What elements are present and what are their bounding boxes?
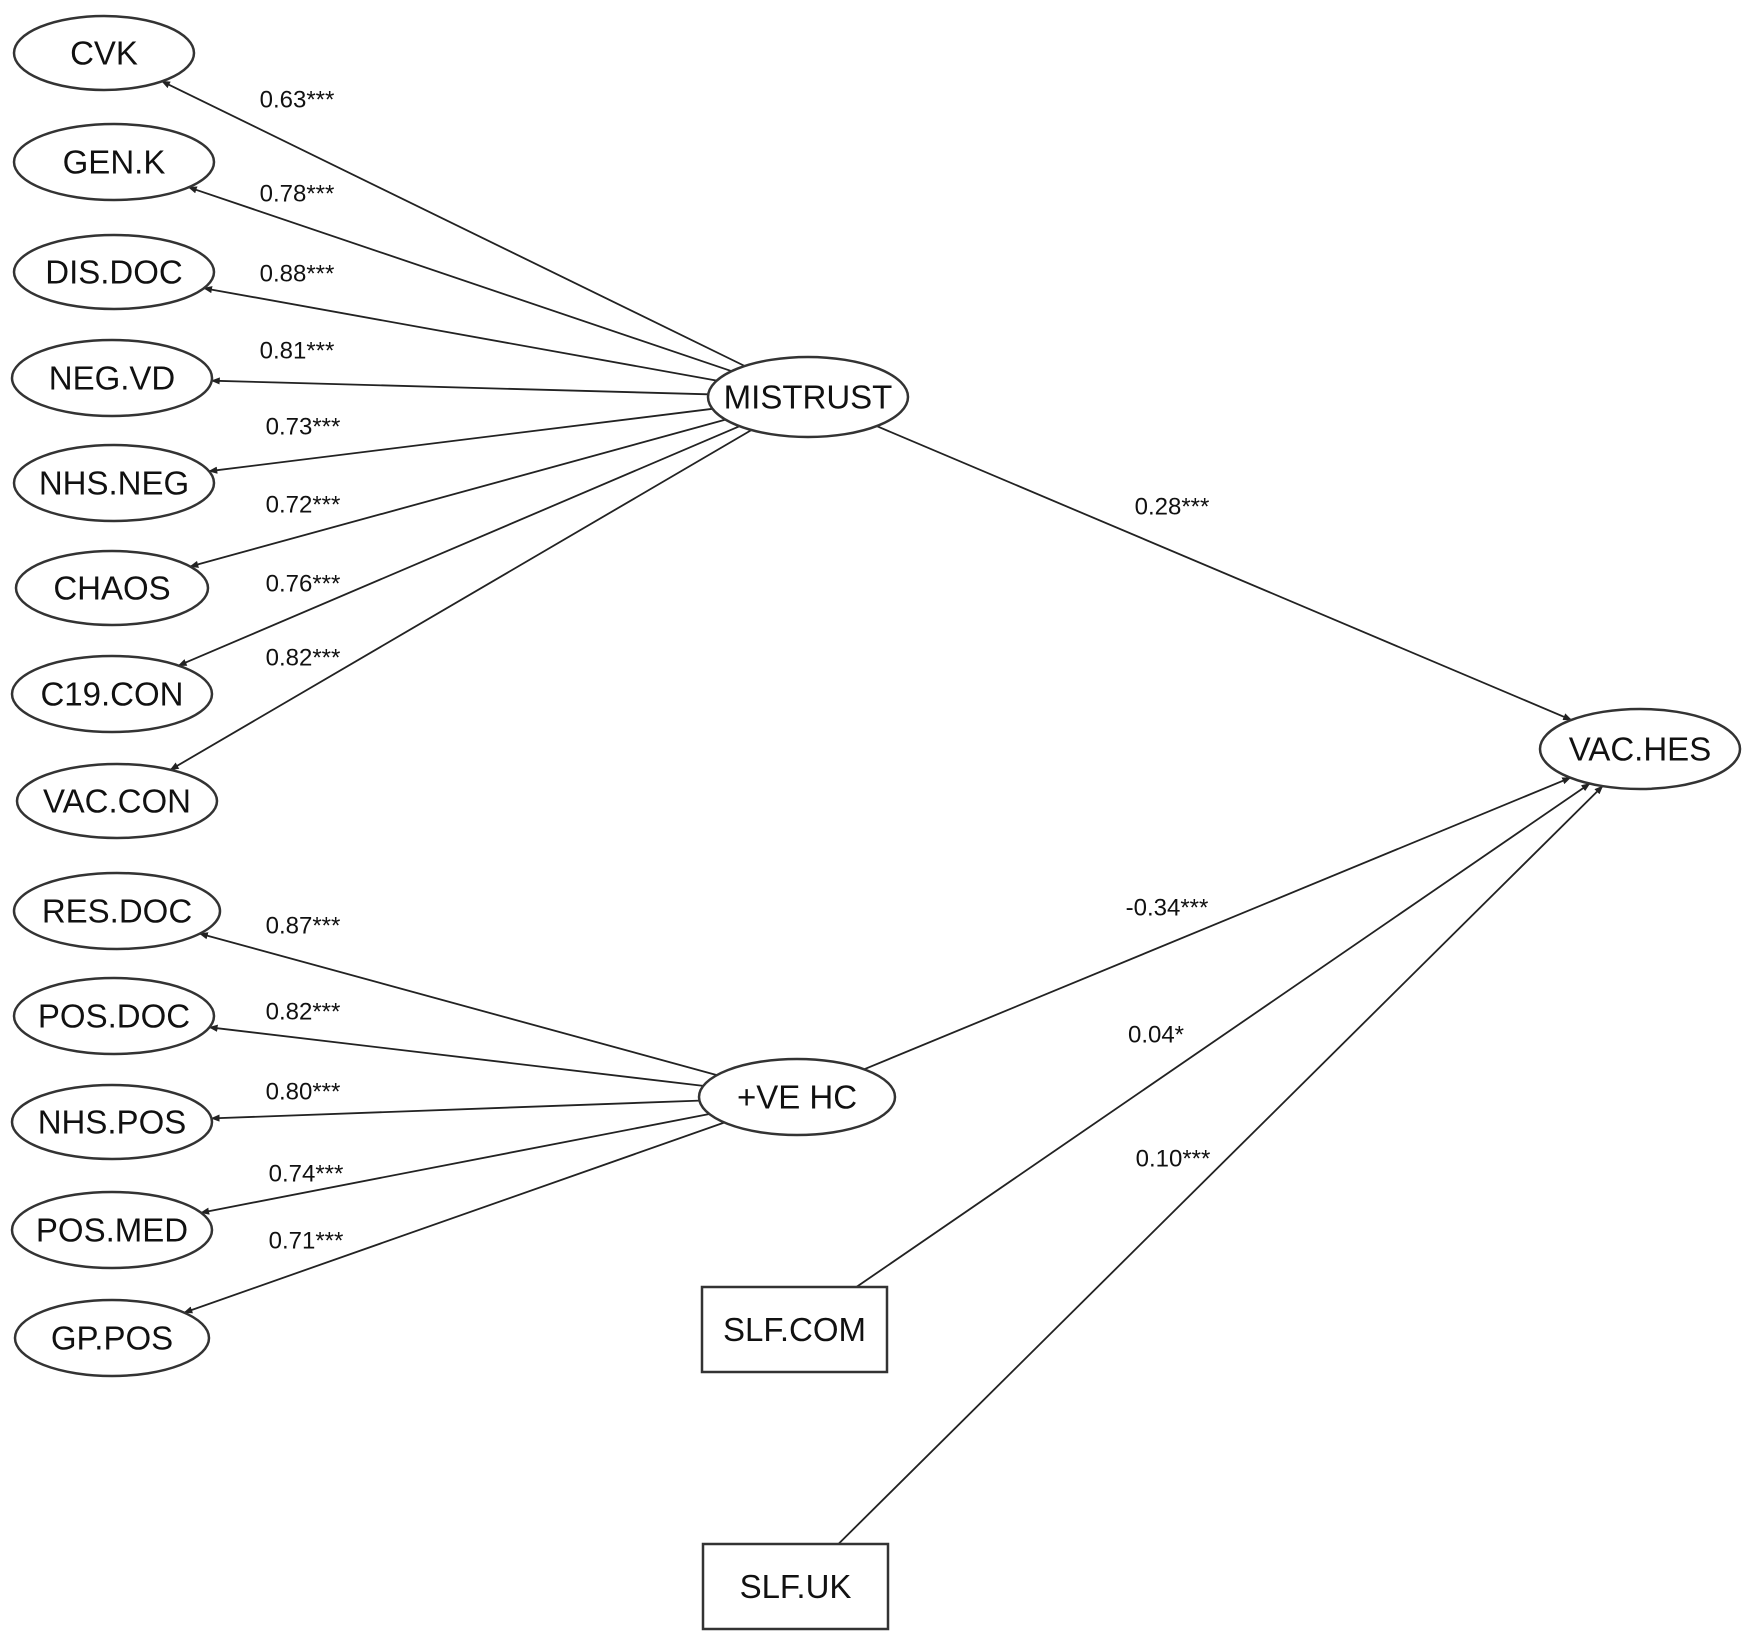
node-label-cvk: CVK	[70, 35, 138, 72]
node-res-doc: RES.DOC	[12, 871, 222, 951]
edge-ve-hc-to-nhs-pos	[210, 1099, 700, 1122]
node-slf-uk: SLF.UK	[701, 1542, 890, 1631]
edge-label-ve-hc-to-pos-med: 0.74***	[269, 1161, 344, 1188]
node-label-vac-con: VAC.CON	[43, 783, 191, 820]
node-vac-hes: VAC.HES	[1538, 707, 1742, 791]
node-label-slf-com: SLF.COM	[723, 1311, 866, 1348]
edge-label-ve-hc-to-vac-hes: -0.34***	[1126, 895, 1209, 922]
node-pos-doc: POS.DOC	[12, 976, 216, 1056]
node-label-neg-vd: NEG.VD	[49, 360, 176, 397]
node-label-vac-hes: VAC.HES	[1569, 731, 1711, 768]
node-label-nhs-neg: NHS.NEG	[39, 465, 189, 502]
edge-ve-hc-to-vac-hes	[863, 776, 1572, 1071]
edge-ve-hc-to-res-doc	[198, 932, 718, 1076]
node-ellipse-vac-con	[15, 762, 219, 840]
edge-label-mistrust-to-nhs-neg: 0.73***	[266, 414, 341, 441]
edge-mistrust-to-neg-vd	[210, 377, 709, 396]
node-label-gp-pos: GP.POS	[51, 1320, 173, 1357]
node-ve-hc: +VE HC	[697, 1057, 897, 1137]
edge-slf-com-to-vac-hes	[855, 782, 1591, 1288]
node-label-ve-hc: +VE HC	[737, 1079, 857, 1116]
edge-label-mistrust-to-neg-vd: 0.81***	[260, 338, 335, 365]
node-mistrust: MISTRUST	[706, 355, 910, 439]
edge-slf-uk-to-vac-hes	[837, 785, 1604, 1545]
node-gen-k: GEN.K	[12, 122, 216, 202]
node-ellipse-pos-med	[10, 1190, 214, 1270]
edge-label-mistrust-to-vac-con: 0.82***	[266, 645, 341, 672]
node-ellipse-pos-doc	[12, 976, 216, 1056]
node-chaos: CHAOS	[14, 549, 210, 627]
node-ellipse-neg-vd	[10, 338, 214, 418]
node-label-gen-k: GEN.K	[63, 144, 166, 181]
node-ellipse-res-doc	[12, 871, 222, 951]
edge-ve-hc-to-pos-doc	[208, 1024, 704, 1087]
node-box-slf-com	[700, 1285, 889, 1374]
node-slf-com: SLF.COM	[700, 1285, 889, 1374]
edge-ve-hc-to-gp-pos	[183, 1121, 725, 1314]
edges-layer	[161, 80, 1604, 1545]
edge-label-mistrust-to-c19-con: 0.76***	[266, 571, 341, 598]
node-label-pos-med: POS.MED	[36, 1212, 188, 1249]
node-c19-con: C19.CON	[10, 654, 214, 734]
node-label-pos-doc: POS.DOC	[38, 998, 190, 1035]
edge-mistrust-to-vac-hes	[876, 425, 1573, 721]
nodes-layer: CVK GEN.K DIS.DOC NEG.VD NHS.NEG CHAOS C19.CON…	[10, 14, 1742, 1631]
edge-label-mistrust-to-vac-hes: 0.28***	[1135, 494, 1210, 521]
edge-label-ve-hc-to-nhs-pos: 0.80***	[266, 1079, 341, 1106]
edge-mistrust-to-nhs-neg	[208, 407, 713, 474]
edge-label-ve-hc-to-res-doc: 0.87***	[266, 913, 341, 940]
edge-mistrust-to-c19-con	[177, 425, 740, 667]
edge-label-ve-hc-to-gp-pos: 0.71***	[269, 1228, 344, 1255]
node-ellipse-gen-k	[12, 122, 216, 202]
node-label-mistrust: MISTRUST	[724, 379, 893, 416]
node-label-dis-doc: DIS.DOC	[45, 254, 183, 291]
edge-label-mistrust-to-cvk: 0.63***	[260, 87, 335, 114]
node-label-nhs-pos: NHS.POS	[38, 1104, 187, 1141]
node-ellipse-ve-hc	[697, 1057, 897, 1137]
node-label-chaos: CHAOS	[53, 570, 170, 607]
edge-label-ve-hc-to-pos-doc: 0.82***	[266, 999, 341, 1026]
node-ellipse-gp-pos	[13, 1298, 211, 1378]
node-dis-doc: DIS.DOC	[12, 233, 216, 311]
edge-labels-layer: 0.63*** 0.78*** 0.88*** 0.81*** 0.73*** 0.72*…	[260, 87, 1211, 1255]
edge-label-mistrust-to-dis-doc: 0.88***	[260, 261, 335, 288]
edge-mistrust-to-dis-doc	[203, 286, 717, 382]
node-nhs-pos: NHS.POS	[10, 1083, 214, 1161]
node-ellipse-nhs-neg	[12, 443, 216, 523]
edge-label-mistrust-to-gen-k: 0.78***	[260, 181, 335, 208]
node-cvk: CVK	[12, 14, 196, 92]
edge-label-mistrust-to-chaos: 0.72***	[266, 492, 341, 519]
edge-ve-hc-to-pos-med	[200, 1113, 710, 1215]
node-neg-vd: NEG.VD	[10, 338, 214, 418]
node-label-res-doc: RES.DOC	[42, 893, 192, 930]
node-ellipse-cvk	[12, 14, 196, 92]
node-ellipse-nhs-pos	[10, 1083, 214, 1161]
node-gp-pos: GP.POS	[13, 1298, 211, 1378]
node-ellipse-c19-con	[10, 654, 214, 734]
edge-label-slf-com-to-vac-hes: 0.04*	[1128, 1022, 1184, 1049]
node-ellipse-vac-hes	[1538, 707, 1742, 791]
edge-label-slf-uk-to-vac-hes: 0.10***	[1136, 1146, 1211, 1173]
node-nhs-neg: NHS.NEG	[12, 443, 216, 523]
edge-mistrust-to-cvk	[161, 80, 746, 367]
node-vac-con: VAC.CON	[15, 762, 219, 840]
node-label-c19-con: C19.CON	[40, 676, 183, 713]
edge-mistrust-to-chaos	[189, 418, 726, 568]
node-label-slf-uk: SLF.UK	[740, 1568, 852, 1605]
edge-mistrust-to-gen-k	[187, 186, 732, 373]
edge-mistrust-to-vac-con	[169, 429, 752, 771]
node-ellipse-dis-doc	[12, 233, 216, 311]
node-ellipse-chaos	[14, 549, 210, 627]
node-ellipse-mistrust	[706, 355, 910, 439]
node-box-slf-uk	[701, 1542, 890, 1631]
node-pos-med: POS.MED	[10, 1190, 214, 1270]
